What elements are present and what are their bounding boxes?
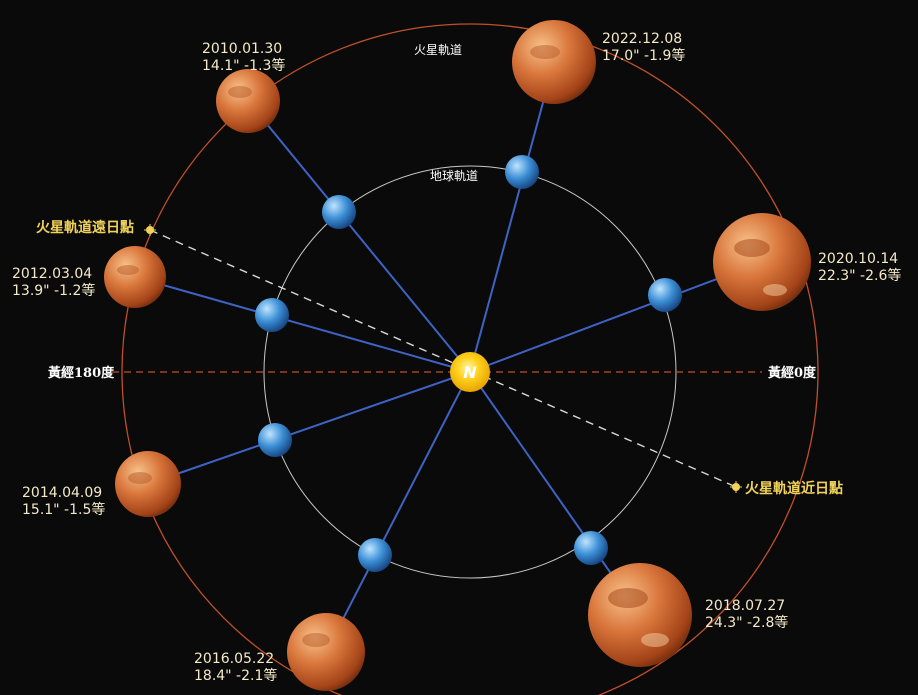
apsis-line <box>149 229 737 488</box>
mars-icon-2020 <box>713 213 811 311</box>
mars-orbit-label: 火星軌道 <box>414 42 462 57</box>
earth-icon-2018 <box>574 531 608 565</box>
connector-2020 <box>469 261 763 373</box>
connector-2014 <box>147 371 471 485</box>
opposition-info-2020: 22.3" -2.6等 <box>818 267 901 284</box>
opposition-info-2010: 14.1" -1.3等 <box>202 57 285 74</box>
sun-letter: N <box>463 363 477 382</box>
mars-orbit <box>121 23 819 695</box>
earth-icon-2022 <box>505 155 539 189</box>
perihelion-marker-icon <box>730 481 742 493</box>
opposition-date-2022: 2022.12.08 <box>602 31 682 47</box>
connector-2016 <box>325 371 471 653</box>
perihelion-label: 火星軌道近日點 <box>745 480 843 497</box>
opposition-date-2012: 2012.03.04 <box>12 266 92 282</box>
opposition-info-2014: 15.1" -1.5等 <box>22 501 105 518</box>
opposition-info-2018: 24.3" -2.8等 <box>705 614 788 631</box>
earth-icon-2016 <box>358 538 392 572</box>
earth-icon-2020 <box>648 278 682 312</box>
earth-orbit-label: 地球軌道 <box>430 168 478 183</box>
connector-2010 <box>247 100 471 373</box>
mars-icon-2014 <box>115 451 181 517</box>
mars-icon-2016 <box>287 613 365 691</box>
earth-icon-2012 <box>255 298 289 332</box>
opposition-date-2020: 2020.10.14 <box>818 251 898 267</box>
opposition-date-2010: 2010.01.30 <box>202 41 282 57</box>
opposition-connectors <box>134 61 763 653</box>
opposition-date-2016: 2016.05.22 <box>194 651 274 667</box>
mars-positions <box>104 20 811 691</box>
opposition-date-2014: 2014.04.09 <box>22 485 102 501</box>
opposition-info-2022: 17.0" -1.9等 <box>602 47 685 64</box>
earth-icon-2014 <box>258 423 292 457</box>
mars-icon-2012 <box>104 246 166 308</box>
opposition-date-2018: 2018.07.27 <box>705 598 785 614</box>
opposition-info-2012: 13.9" -1.2等 <box>12 282 95 299</box>
mars-icon-2010 <box>216 69 280 133</box>
sun-icon: N <box>450 352 490 392</box>
connector-2022 <box>469 61 555 373</box>
opposition-info-2016: 18.4" -2.1等 <box>194 667 277 684</box>
opposition-labels: 2010.01.30 14.1" -1.3等 2012.03.04 13.9" … <box>12 31 901 684</box>
earth-icon-2010 <box>322 195 356 229</box>
mars-icon-2022 <box>512 20 596 104</box>
connector-2012 <box>134 276 471 373</box>
aphelion-label: 火星軌道遠日點 <box>36 219 134 236</box>
longitude-180-label: 黃經180度 <box>47 365 115 381</box>
aphelion-marker-icon <box>144 224 156 236</box>
mars-icon-2018 <box>588 563 692 667</box>
longitude-0-label: 黃經0度 <box>767 365 817 381</box>
earth-positions <box>255 155 682 572</box>
